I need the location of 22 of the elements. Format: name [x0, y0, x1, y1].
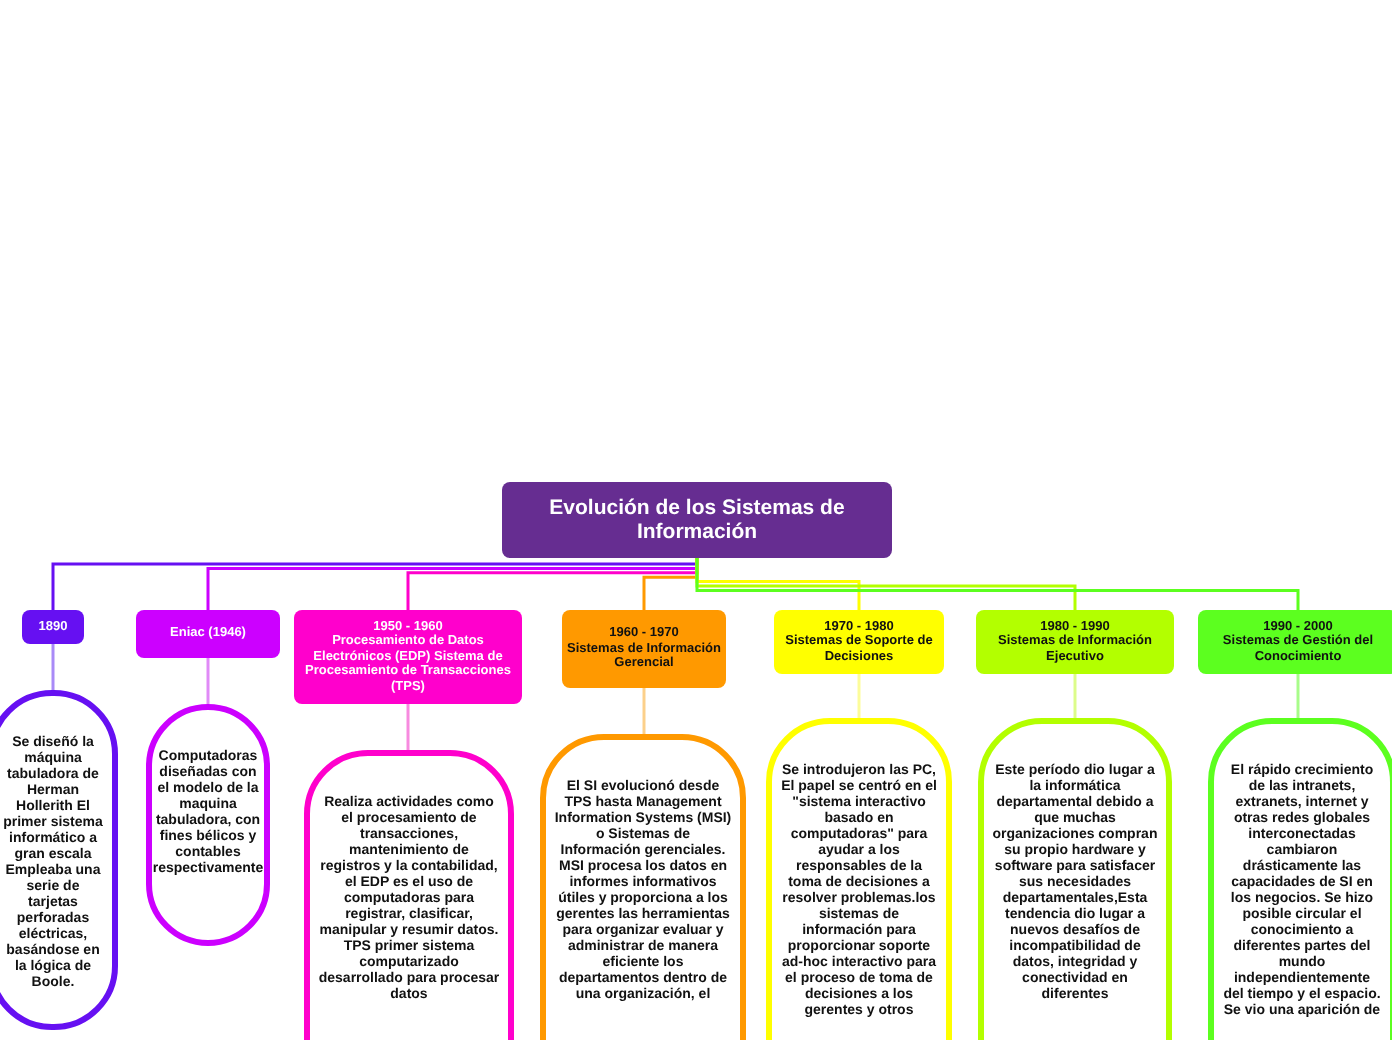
period-box [562, 610, 726, 688]
connector-line [857, 674, 861, 718]
title-box [502, 482, 892, 558]
period-box [774, 610, 944, 674]
connector-line [406, 704, 410, 750]
period-box [136, 610, 280, 658]
title-text: Evolución de los Sistemas de Información [547, 496, 847, 544]
connector-line [1296, 674, 1300, 718]
description-capsule [978, 718, 1172, 1040]
connector-line [642, 688, 646, 734]
connector-line [1073, 674, 1077, 718]
connector-line [206, 658, 210, 704]
description-capsule [766, 718, 952, 1040]
period-box [294, 610, 522, 704]
connector-line [695, 558, 1300, 610]
period-box [976, 610, 1174, 674]
period-box [22, 610, 84, 644]
description-capsule [0, 690, 118, 1030]
connector-line [51, 557, 699, 610]
connector-line [51, 644, 55, 690]
period-box [1198, 610, 1392, 674]
description-capsule [1208, 718, 1392, 1040]
